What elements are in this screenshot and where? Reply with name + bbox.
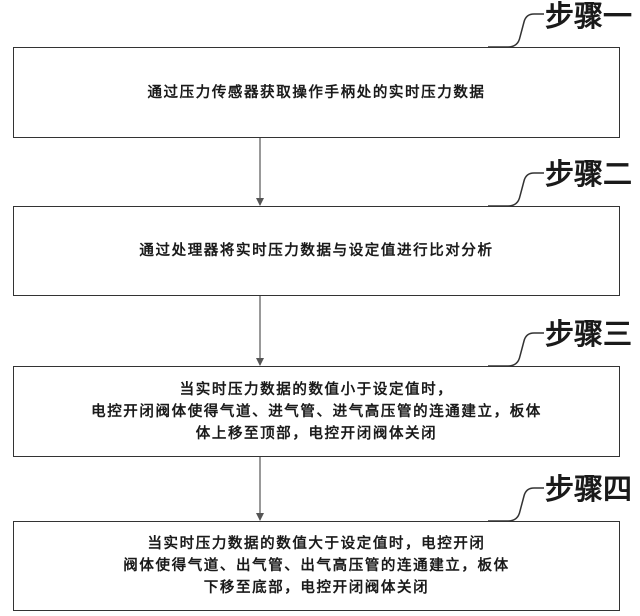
step-3-text-line-1: 当实时压力数据的数值小于设定值时， [179, 381, 454, 398]
step-3-box: 当实时压力数据的数值小于设定值时， 电控开闭阀体使得气道、进气管、进气高压管的连… [13, 366, 620, 457]
step-4-label-leader [488, 487, 544, 522]
step-3-text-line-3: 体上移至顶部，电控开闭阀体关闭 [195, 425, 438, 442]
step-3-text-line-2: 电控开闭阀体使得气道、进气管、进气高压管的连通建立，板体 [91, 403, 542, 420]
step-1-label-leader [488, 13, 544, 48]
step-4-box: 当实时压力数据的数值大于设定值时，电控开闭 阀体使得气道、出气管、出气高压管的连… [13, 521, 620, 611]
step-2-box: 通过处理器将实时压力数据与设定值进行比对分析 [13, 206, 620, 296]
step-2-label: 步骤二 [545, 157, 633, 191]
step-4-text-line-3: 下移至底部，电控开闭阀体关闭 [203, 580, 430, 596]
step-1-text: 通过压力传感器获取操作手柄处的实时压力数据 [147, 84, 486, 101]
step-3-label-leader [488, 332, 544, 367]
step-4-label: 步骤四 [545, 472, 633, 506]
step-1-label: 步骤一 [545, 0, 633, 33]
step-4-text-line-1: 当实时压力数据的数值大于设定值时，电控开闭 [147, 536, 486, 552]
step-4-text-line-2: 阀体使得气道、出气管、出气高压管的连通建立，板体 [123, 558, 510, 574]
step-2-text: 通过处理器将实时压力数据与设定值进行比对分析 [139, 243, 494, 259]
step-2-label-leader [488, 172, 544, 207]
step-3-label: 步骤三 [545, 317, 633, 351]
step-1-box: 通过压力传感器获取操作手柄处的实时压力数据 [13, 47, 620, 138]
